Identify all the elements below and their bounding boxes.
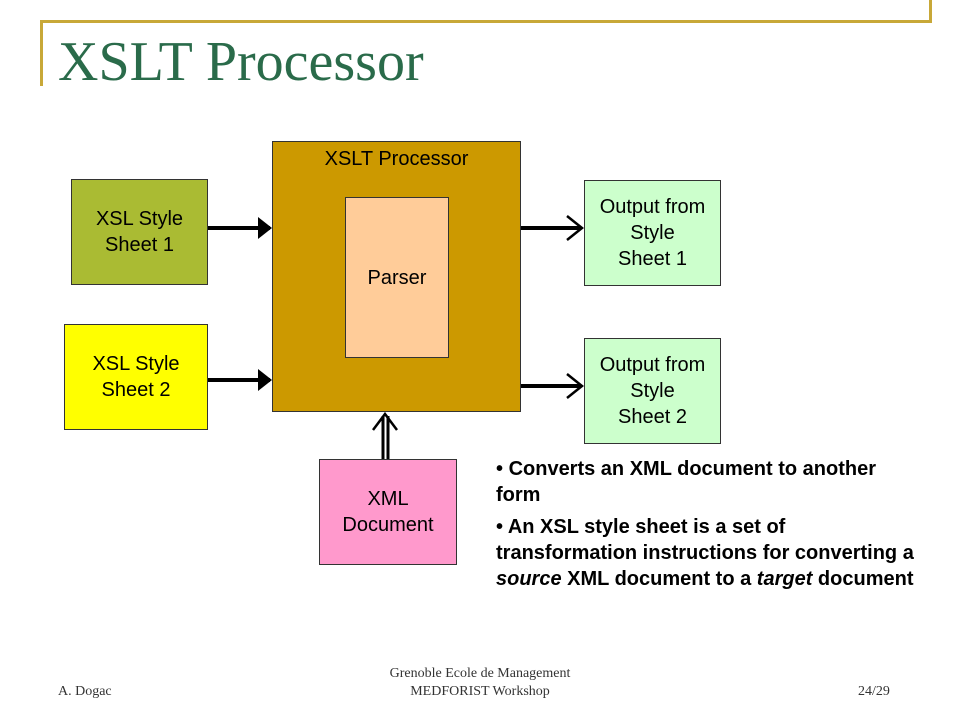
bullet-2-text-a: An XSL style sheet is a set of transform…: [496, 516, 914, 564]
footer-center-line-2: MEDFORIST Workshop: [410, 684, 550, 700]
arrow-processor-to-output2: [521, 373, 585, 399]
bullet-list: • Converts an XML document to another fo…: [496, 456, 916, 598]
xsl1-line-2: Sheet 1: [105, 234, 174, 256]
arrow-xsl1-to-processor: [208, 217, 272, 239]
footer-author: A. Dogac: [58, 684, 112, 699]
parser-label: Parser: [367, 266, 427, 289]
xslt-processor-label: XSLT Processor: [324, 148, 469, 170]
xml-document-box: XML Document: [319, 459, 457, 565]
bullet-2-text-c: document: [812, 568, 914, 590]
parser-box: Parser: [345, 197, 449, 358]
arrow-processor-to-output1: [521, 215, 585, 241]
xml-line-2: Document: [342, 514, 434, 536]
footer-center: Grenoble Ecole de Management MEDFORIST W…: [330, 665, 630, 701]
frame-top-line: [40, 20, 932, 23]
xml-line-1: XML: [367, 488, 409, 510]
bullet-2-emphasis-target: target: [756, 568, 813, 590]
arrow-xsl2-to-processor: [208, 369, 272, 391]
output-style-sheet-1-box: Output from Style Sheet 1: [584, 180, 721, 286]
out2-line-1: Output from: [599, 354, 706, 376]
out2-line-3: Sheet 2: [618, 406, 687, 428]
footer-center-line-1: Grenoble Ecole de Management: [389, 666, 571, 681]
slide-title: XSLT Processor: [58, 31, 424, 93]
bullet-item-2: • An XSL style sheet is a set of transfo…: [496, 516, 914, 590]
xslt-processor-box: XSLT Processor Parser: [272, 141, 521, 412]
xsl-style-sheet-2-box: XSL Style Sheet 2: [64, 324, 208, 430]
out1-line-3: Sheet 1: [618, 248, 687, 270]
arrow-xml-to-processor: [372, 411, 398, 459]
xsl2-line-1: XSL Style: [92, 353, 180, 375]
xsl1-line-1: XSL Style: [95, 208, 184, 230]
out1-line-1: Output from: [599, 196, 706, 218]
bullet-item-1: • Converts an XML document to another fo…: [496, 458, 877, 506]
frame-right-line: [929, 0, 932, 22]
out1-line-2: Style: [630, 222, 675, 244]
output-style-sheet-2-box: Output from Style Sheet 2: [584, 338, 721, 444]
frame-left-line: [40, 20, 43, 86]
xsl-style-sheet-1-box: XSL Style Sheet 1: [71, 179, 208, 285]
out2-line-2: Style: [630, 380, 675, 402]
bullet-1-text: Converts an XML document to another form: [496, 458, 877, 506]
xsl2-line-2: Sheet 2: [101, 379, 171, 401]
bullet-2-text-b: XML document to a: [561, 568, 757, 590]
bullet-2-emphasis-source: source: [496, 568, 562, 590]
footer-page-number: 24/29: [858, 684, 890, 699]
